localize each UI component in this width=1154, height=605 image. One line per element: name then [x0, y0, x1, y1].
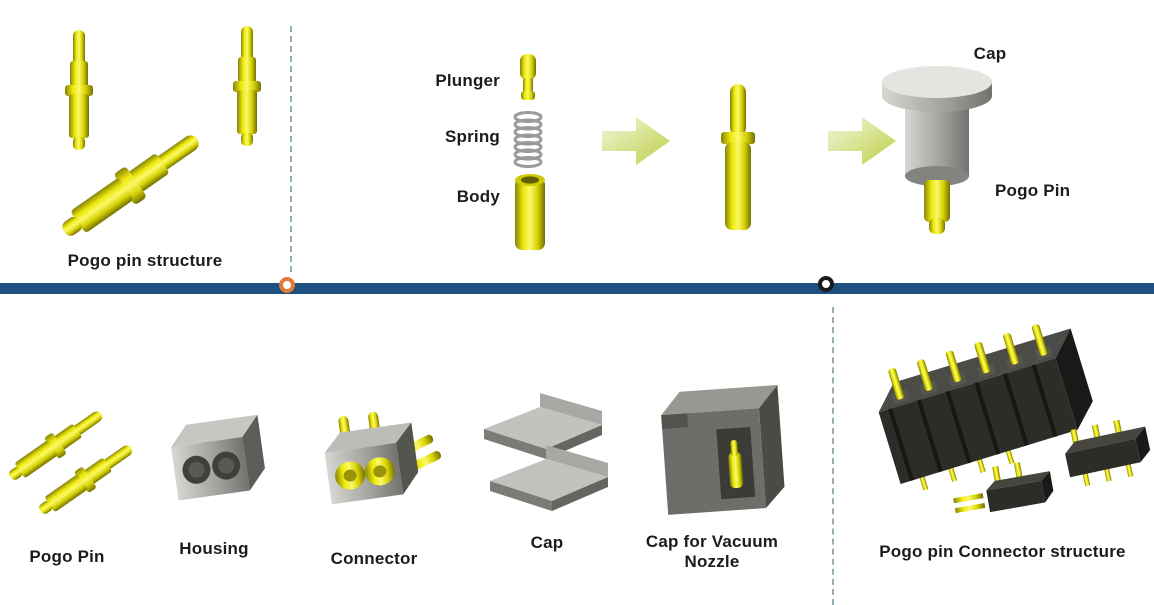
- connector-label: Connector: [330, 549, 418, 568]
- vacuum-nozzle-cap-label-line2: Nozzle: [684, 551, 740, 571]
- bottom-cap-label: Cap: [530, 533, 564, 552]
- connector-structure-label: Pogo pin Connector structure: [879, 542, 1126, 561]
- timeline-marker-black: [818, 276, 834, 292]
- timeline-bar: [0, 283, 1154, 294]
- housing-label: Housing: [179, 539, 249, 558]
- spring-label: Spring: [444, 127, 500, 146]
- vacuum-nozzle-cap-label-line1: Cap for Vacuum: [645, 532, 779, 551]
- arrow-right-icon: [826, 112, 898, 170]
- plunger-label: Plunger: [435, 71, 500, 90]
- pogo-pin-cluster-icon: [12, 18, 287, 260]
- pogo-pin-pair-icon: [8, 395, 140, 527]
- spring-part-icon: [511, 110, 545, 170]
- vacuum-nozzle-cap-label: Cap for Vacuum Nozzle: [628, 532, 796, 571]
- housing-icon: [160, 405, 272, 523]
- cap-part-icon: [478, 385, 616, 527]
- timeline-marker-orange: [279, 277, 295, 293]
- body-label: Body: [456, 187, 500, 206]
- pogo-pin-structure-label: Pogo pin structure: [67, 251, 223, 270]
- divider-dashed-left: [290, 26, 292, 272]
- connector-structure-icon: [855, 316, 1153, 540]
- vacuum-nozzle-cap-icon: [648, 375, 796, 530]
- bottom-pogo-pin-label: Pogo Pin: [29, 547, 105, 566]
- arrow-right-icon: [600, 112, 672, 170]
- divider-dashed-right: [832, 307, 834, 605]
- body-part-icon: [508, 168, 552, 256]
- capped-pogo-pin-icon: [878, 60, 996, 248]
- connector-icon: [315, 406, 447, 520]
- assembled-pogo-pin-icon: [705, 82, 771, 234]
- pogo-pin-label: Pogo Pin: [995, 181, 1071, 200]
- plunger-part-icon: [512, 52, 544, 104]
- cap-label: Cap: [973, 44, 1007, 63]
